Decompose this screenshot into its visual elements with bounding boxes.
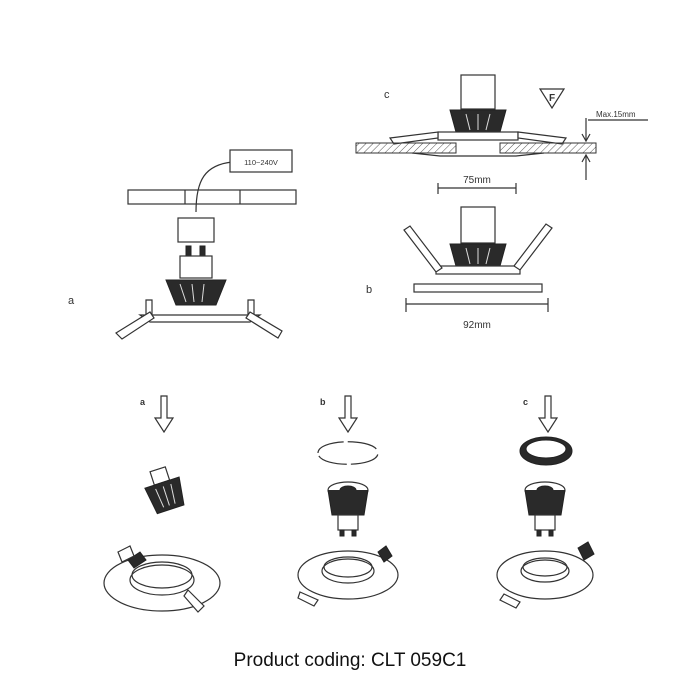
ceiling-section-right xyxy=(499,142,597,154)
fire-warning-triangle-icon xyxy=(538,88,566,110)
gu10-lamp-icon xyxy=(460,74,496,110)
lamp-heatsink xyxy=(165,279,227,306)
ceiling-section-left xyxy=(355,142,457,154)
exploded-view-a: a xyxy=(103,395,221,613)
product-code-caption: Product coding: CLT 059C1 xyxy=(233,650,467,671)
spring-clip-left xyxy=(115,311,155,340)
trim-flange xyxy=(413,283,543,293)
bottom-step-c-label: c xyxy=(523,397,528,407)
ceiling-board xyxy=(127,189,297,205)
retaining-clip-icon xyxy=(317,441,379,465)
max-depth-label: Max.15mm xyxy=(596,110,636,119)
supply-cable xyxy=(195,161,233,213)
gu10-lamp-icon xyxy=(524,481,566,537)
spring-clip-right xyxy=(245,311,283,339)
step-c-label: c xyxy=(384,89,390,101)
down-arrow-icon xyxy=(153,395,175,434)
terminal-block xyxy=(177,217,215,243)
exploded-view-b: b xyxy=(297,395,399,607)
voltage-label: 110~240V xyxy=(244,158,278,167)
bottom-step-a-label: a xyxy=(140,397,146,407)
step-c-installed-illustration: c F Max.15mm 75mm xyxy=(355,74,648,194)
warning-symbol-text: F xyxy=(549,93,555,104)
gu10-lamp-icon xyxy=(327,481,369,537)
spring-clip-right xyxy=(513,223,553,271)
outer-size-label: 92mm xyxy=(463,320,491,331)
step-a-label: a xyxy=(68,295,75,307)
down-arrow-icon xyxy=(337,395,359,434)
gu10-lamp-icon xyxy=(179,255,213,279)
step-b-clips-illustration: b 92mm xyxy=(366,206,553,331)
driver-box xyxy=(229,149,293,173)
exploded-view-c: c xyxy=(496,395,595,609)
spring-clip-left xyxy=(403,225,443,273)
down-arrow-icon xyxy=(537,395,559,434)
gu10-lamp-icon xyxy=(460,206,496,244)
step-a-wiring-illustration: 110~240V a xyxy=(68,149,297,340)
bottom-step-b-label: b xyxy=(320,397,326,407)
step-b-label: b xyxy=(366,284,372,296)
hole-size-label: 75mm xyxy=(463,175,491,186)
gu10-lamp-icon xyxy=(144,466,185,515)
